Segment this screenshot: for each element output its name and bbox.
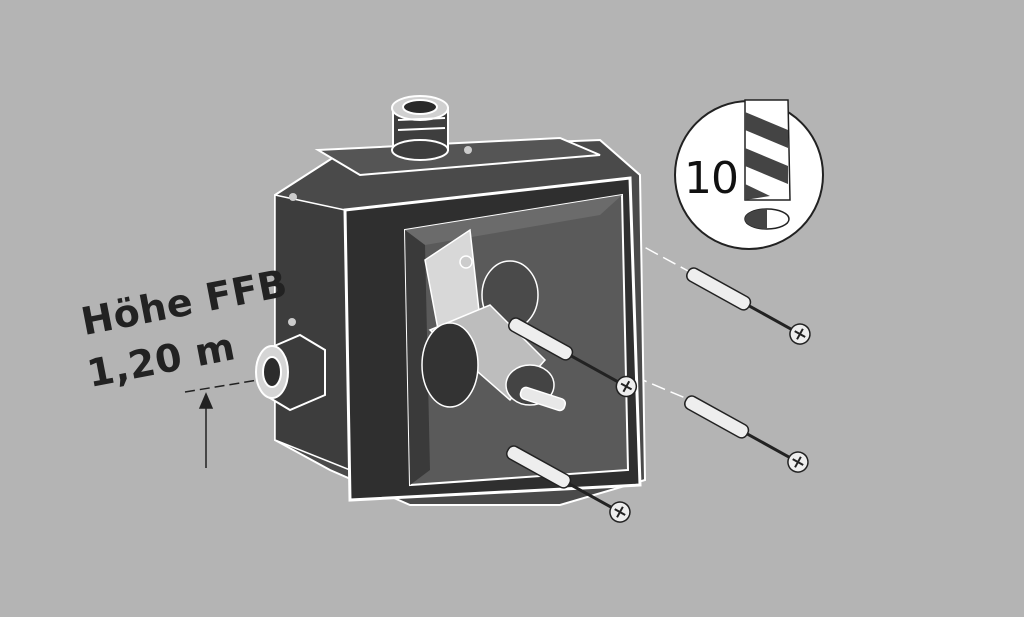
drill-size-badge [674,99,824,250]
screw-anchor [686,267,811,345]
height-marker [184,379,259,468]
up-arrow-icon [198,392,214,409]
drill-bit-icon [744,99,791,230]
mount-point-icon [289,193,297,201]
screw-anchor [506,445,631,523]
top-pipe-fitting [391,95,449,161]
mount-point-icon [464,146,472,154]
mounting-box [255,95,647,506]
mount-point-icon [288,318,296,326]
valve-cartridge [421,228,567,412]
screw-anchor [508,317,638,398]
side-pipe-fitting [255,333,326,412]
screw-anchor [684,395,809,473]
drill-size-value: 10 [684,153,739,204]
